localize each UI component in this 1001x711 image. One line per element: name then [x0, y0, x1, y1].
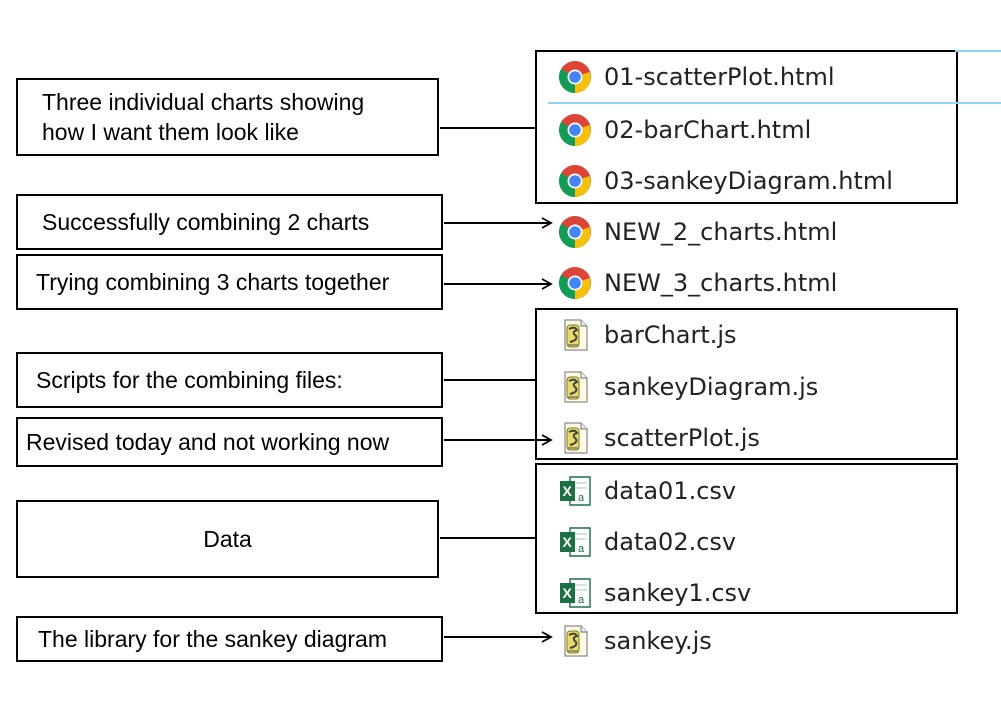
file-item-02-barchart-html[interactable]: 02-barChart.html	[558, 110, 811, 150]
annotation-text: Successfully combining 2 charts	[42, 209, 370, 235]
group-box-csv-files	[535, 463, 958, 614]
chrome-icon	[558, 215, 592, 249]
js-script-icon	[558, 318, 592, 352]
group-box-js-files	[535, 308, 958, 460]
excel-csv-icon: a X	[558, 474, 592, 508]
svg-text:a: a	[578, 492, 585, 504]
annotation-text: Scripts for the combining files:	[36, 367, 343, 393]
svg-text:X: X	[563, 585, 573, 601]
annotation-text: The library for the sankey diagram	[38, 626, 387, 652]
file-name: 02-barChart.html	[604, 116, 812, 144]
file-item-sankey1-csv[interactable]: a X sankey1.csv	[558, 573, 751, 613]
file-item-scatterplot-js[interactable]: scatterPlot.js	[558, 418, 760, 458]
annotation-two-charts: Successfully combining 2 charts	[16, 194, 443, 250]
file-item-data02-csv[interactable]: a X data02.csv	[558, 522, 736, 562]
chrome-icon	[558, 113, 592, 147]
svg-text:a: a	[578, 543, 585, 555]
annotation-data: Data	[16, 500, 439, 578]
annotation-text: Data	[203, 526, 252, 552]
svg-text:X: X	[563, 483, 573, 499]
chrome-icon	[558, 60, 592, 94]
file-item-sankey-js[interactable]: sankey.js	[558, 621, 712, 661]
excel-csv-icon: a X	[558, 576, 592, 610]
svg-text:a: a	[578, 594, 585, 606]
annotation-library: The library for the sankey diagram	[16, 616, 443, 662]
annotation-individual-charts: Three individual charts showing how I wa…	[16, 78, 439, 156]
file-item-sankeydiagram-js[interactable]: sankeyDiagram.js	[558, 367, 818, 407]
file-item-barchart-js[interactable]: barChart.js	[558, 315, 737, 355]
file-name: NEW_3_charts.html	[604, 269, 838, 297]
file-name: 01-scatterPlot.html	[604, 63, 835, 91]
js-script-icon	[558, 421, 592, 455]
file-name: sankeyDiagram.js	[604, 373, 819, 401]
js-script-icon	[558, 370, 592, 404]
annotation-text: Three individual charts showing how I wa…	[42, 89, 365, 145]
annotation-text: Trying combining 3 charts together	[36, 269, 390, 295]
file-item-new-2-charts-html[interactable]: NEW_2_charts.html	[558, 212, 837, 252]
file-name: sankey.js	[604, 627, 712, 655]
file-item-03-sankeydiagram-html[interactable]: 03-sankeyDiagram.html	[558, 161, 893, 201]
file-name: data02.csv	[604, 528, 737, 556]
selection-line-top	[955, 50, 1001, 52]
annotation-revised: Revised today and not working now	[16, 417, 443, 467]
file-name: 03-sankeyDiagram.html	[604, 167, 893, 195]
chrome-icon	[558, 164, 592, 198]
annotation-text: Revised today and not working now	[26, 429, 390, 455]
file-name: data01.csv	[604, 477, 737, 505]
svg-text:X: X	[563, 534, 573, 550]
file-item-new-3-charts-html[interactable]: NEW_3_charts.html	[558, 263, 837, 303]
file-name: scatterPlot.js	[604, 424, 760, 452]
selection-line-bottom	[548, 102, 1001, 104]
file-name: NEW_2_charts.html	[604, 218, 838, 246]
js-script-icon	[558, 624, 592, 658]
excel-csv-icon: a X	[558, 525, 592, 559]
file-name: sankey1.csv	[604, 579, 752, 607]
annotation-scripts: Scripts for the combining files:	[16, 352, 443, 408]
file-item-01-scatterplot-html[interactable]: 01-scatterPlot.html	[558, 57, 835, 97]
chrome-icon	[558, 266, 592, 300]
file-item-data01-csv[interactable]: a X data01.csv	[558, 471, 736, 511]
annotation-three-charts: Trying combining 3 charts together	[16, 254, 443, 310]
file-name: barChart.js	[604, 321, 737, 349]
group-box-html-files	[535, 50, 958, 204]
